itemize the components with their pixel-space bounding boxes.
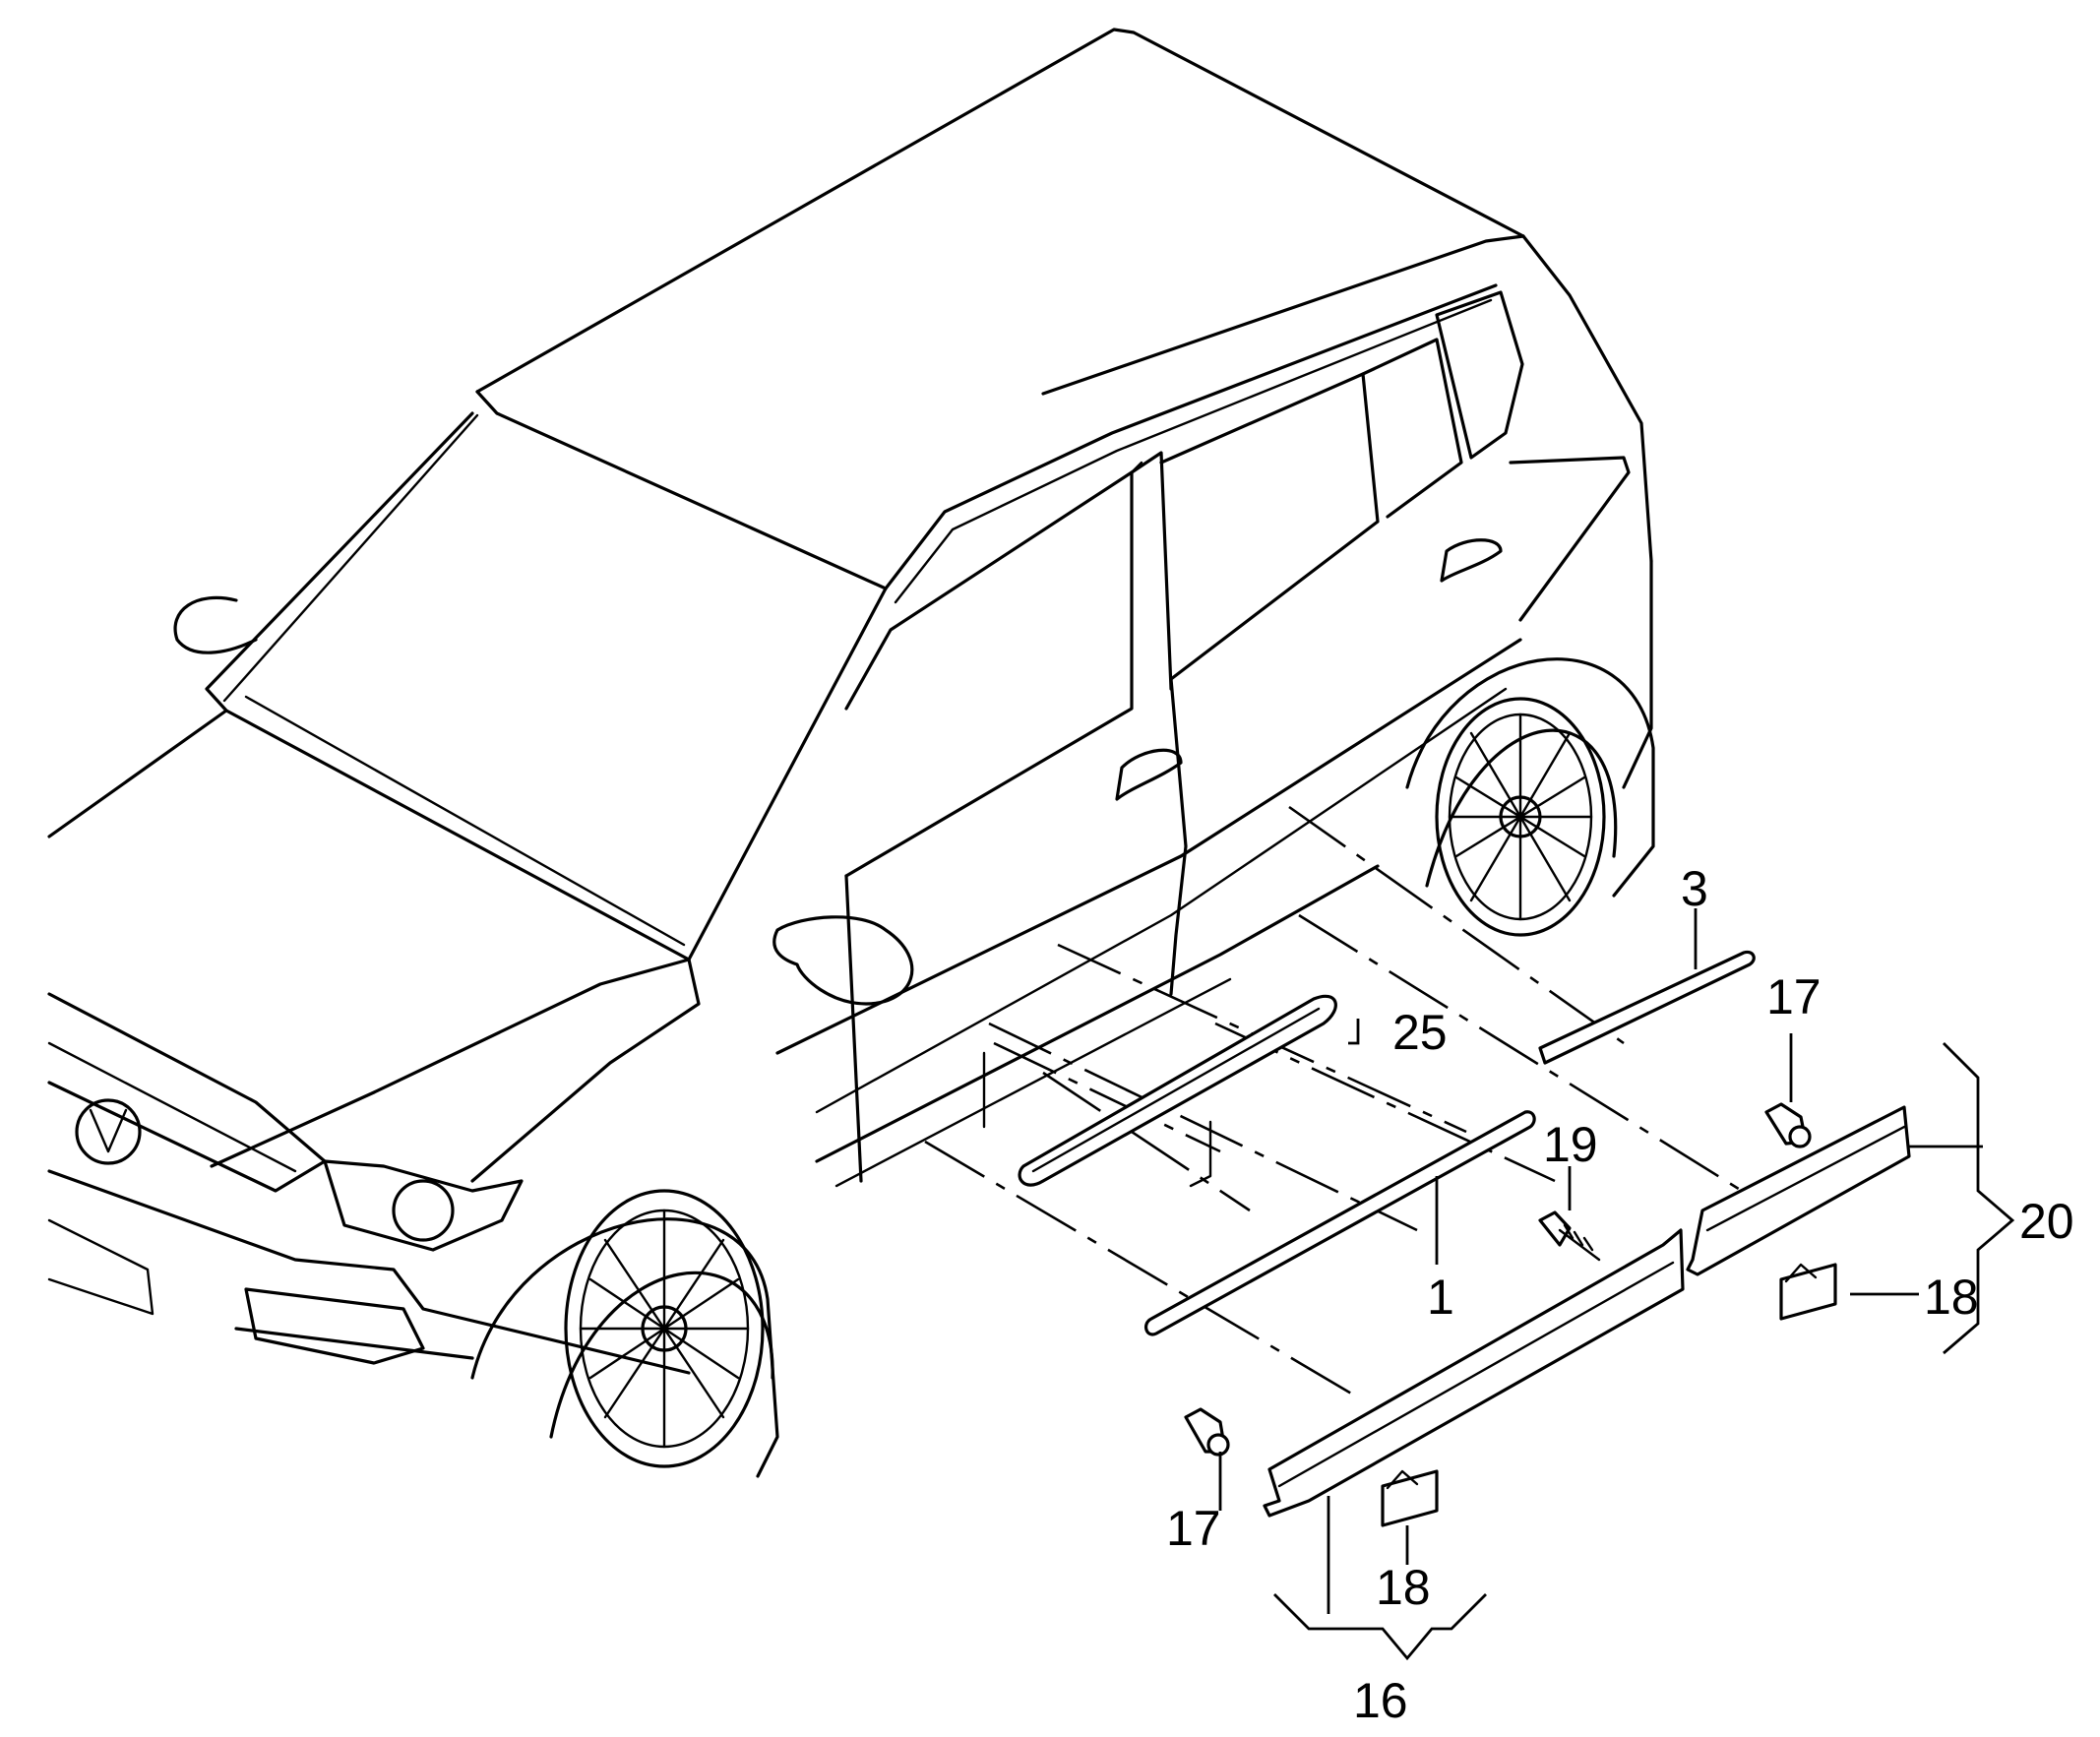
callout-1: 1 bbox=[1427, 1270, 1454, 1325]
callout-20: 20 bbox=[2019, 1194, 2074, 1249]
callout-19: 19 bbox=[1543, 1117, 1598, 1172]
callout-25: 25 bbox=[1392, 1005, 1448, 1060]
clip-17-upper bbox=[1764, 1102, 1812, 1148]
callout-3: 3 bbox=[1681, 861, 1708, 916]
clip-18-lower bbox=[1381, 1469, 1439, 1527]
callout-18-right: 18 bbox=[1924, 1270, 1979, 1325]
vehicle-outline bbox=[47, 28, 1655, 1478]
sill-panel-20 bbox=[1686, 1105, 1911, 1276]
callout-17-upper: 17 bbox=[1766, 969, 1822, 1024]
callout-16: 16 bbox=[1353, 1673, 1408, 1728]
clip-18-right bbox=[1779, 1263, 1837, 1321]
clip-17-lower bbox=[1184, 1407, 1230, 1457]
trim-strip-1 bbox=[1143, 1110, 1536, 1336]
sill-panel-16 bbox=[1263, 1228, 1685, 1518]
trim-strip-3 bbox=[1538, 950, 1756, 1065]
molding-25 bbox=[982, 994, 1337, 1188]
callout-18-lower: 18 bbox=[1376, 1560, 1431, 1615]
callout-17-lower: 17 bbox=[1166, 1501, 1221, 1556]
screw-19 bbox=[1538, 1210, 1601, 1262]
leader-lines bbox=[1218, 908, 2015, 1661]
